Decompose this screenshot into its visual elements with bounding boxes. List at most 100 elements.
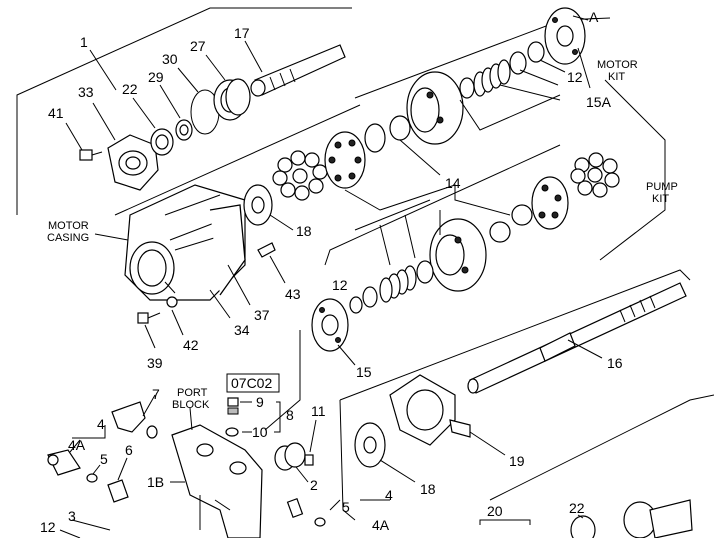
label-18b: 18 <box>420 481 436 497</box>
label-code: 07C02 <box>231 375 272 391</box>
part-16-shaft <box>467 282 687 394</box>
label-5a: 5 <box>100 451 108 467</box>
part-11-pin <box>304 454 314 466</box>
part-10-oring <box>225 427 239 437</box>
part-5-seal-left <box>86 473 98 483</box>
shaft-outline <box>264 269 691 431</box>
label-port-block-2: BLOCK <box>172 399 210 411</box>
code-box <box>226 373 280 393</box>
label-1: 1 <box>80 34 88 50</box>
label-15A: 15A <box>586 94 612 110</box>
leader-2 <box>295 466 309 483</box>
retainer-plate-lower <box>531 176 569 230</box>
leader-3 <box>71 519 111 531</box>
leader-19 <box>469 431 506 456</box>
label-3: 3 <box>68 508 76 524</box>
label-pump-kit-2: KIT <box>652 193 669 205</box>
label-1B: 1B <box>147 474 164 490</box>
leaders-14-lower <box>354 199 441 266</box>
bracket-4b <box>329 499 390 511</box>
lower-outline <box>489 394 714 501</box>
part-4-fitting-right <box>286 498 304 518</box>
leader-34 <box>209 289 231 319</box>
label-4Ab: 4A <box>372 517 390 533</box>
part-42-washer <box>166 296 178 308</box>
motor-casing <box>124 184 246 301</box>
part-15-plate <box>311 298 349 352</box>
part-19-swashplate <box>389 374 471 446</box>
label-43: 43 <box>285 286 301 302</box>
part-15A-plate <box>544 7 586 65</box>
retainer-plate-upper <box>324 131 366 189</box>
label-19: 19 <box>509 453 525 469</box>
leader-12a <box>519 59 566 86</box>
leader-14a <box>399 139 441 176</box>
part-22-bearing <box>150 128 174 156</box>
piston-bundle-lower <box>570 152 620 198</box>
pump-outline <box>324 79 666 266</box>
leader-42 <box>164 281 176 294</box>
bracket-motor-kit <box>459 84 561 131</box>
leader-12c <box>59 529 81 538</box>
part-29-ring <box>175 119 193 141</box>
label-7: 7 <box>152 386 160 402</box>
leader-30 <box>177 67 199 93</box>
part-22-bearing-lower <box>570 499 693 538</box>
label-18a: 18 <box>296 223 312 239</box>
label-10: 10 <box>252 424 268 440</box>
label-4a: 4 <box>97 416 105 432</box>
part-39-bolt <box>137 312 161 324</box>
label-16: 16 <box>607 355 623 371</box>
ball-guide-upper <box>364 115 411 153</box>
leader-A <box>572 15 589 21</box>
spring-upper <box>459 41 545 99</box>
part-18-plate <box>243 184 273 226</box>
leader-17 <box>244 40 263 73</box>
label-14: 14 <box>445 175 461 191</box>
label-42: 42 <box>183 337 199 353</box>
part-33-cover <box>107 134 159 191</box>
label-29: 29 <box>148 69 164 85</box>
shaft-outline-2 <box>339 399 356 521</box>
part-9-plug <box>227 397 239 415</box>
port-block <box>171 424 263 538</box>
part-2-bushing <box>274 442 306 471</box>
cylinder-block-upper <box>406 71 464 145</box>
leader-37 <box>227 264 251 306</box>
part-4A-fitting-left <box>47 449 81 476</box>
leader-22b <box>577 514 584 519</box>
leader-6 <box>117 457 128 481</box>
label-15: 15 <box>356 364 372 380</box>
label-motor-casing-2: CASING <box>47 232 89 244</box>
part-27-bearing <box>213 78 251 121</box>
bracket-8 <box>240 401 281 433</box>
label-12b: 12 <box>332 277 348 293</box>
part-43-pin <box>257 242 276 258</box>
leader-22a <box>132 97 156 129</box>
leader-33 <box>92 102 116 141</box>
label-11: 11 <box>311 403 326 419</box>
ball-guide-lower <box>489 204 533 243</box>
label-34: 34 <box>234 322 250 338</box>
label-A: A <box>589 9 599 25</box>
label-4Aa: 4A <box>68 437 86 453</box>
bracket-4a <box>69 425 106 453</box>
leader-43 <box>269 255 286 284</box>
label-17: 17 <box>234 25 250 41</box>
label-37: 37 <box>254 307 270 323</box>
label-41: 41 <box>48 105 64 121</box>
leader-18b <box>379 459 416 483</box>
leader-16 <box>567 339 603 359</box>
bracket-20 <box>479 519 531 525</box>
leader-41 <box>65 122 83 151</box>
leader-7 <box>142 394 156 417</box>
leader-5a <box>92 464 101 475</box>
leader-42b <box>171 309 184 336</box>
label-12c: 12 <box>40 519 56 535</box>
part-18-plate-lower <box>354 422 386 468</box>
label-12a: 12 <box>567 69 583 85</box>
leader-port-block <box>189 407 193 431</box>
label-33: 33 <box>78 84 94 100</box>
part-41-bolt <box>79 149 103 161</box>
